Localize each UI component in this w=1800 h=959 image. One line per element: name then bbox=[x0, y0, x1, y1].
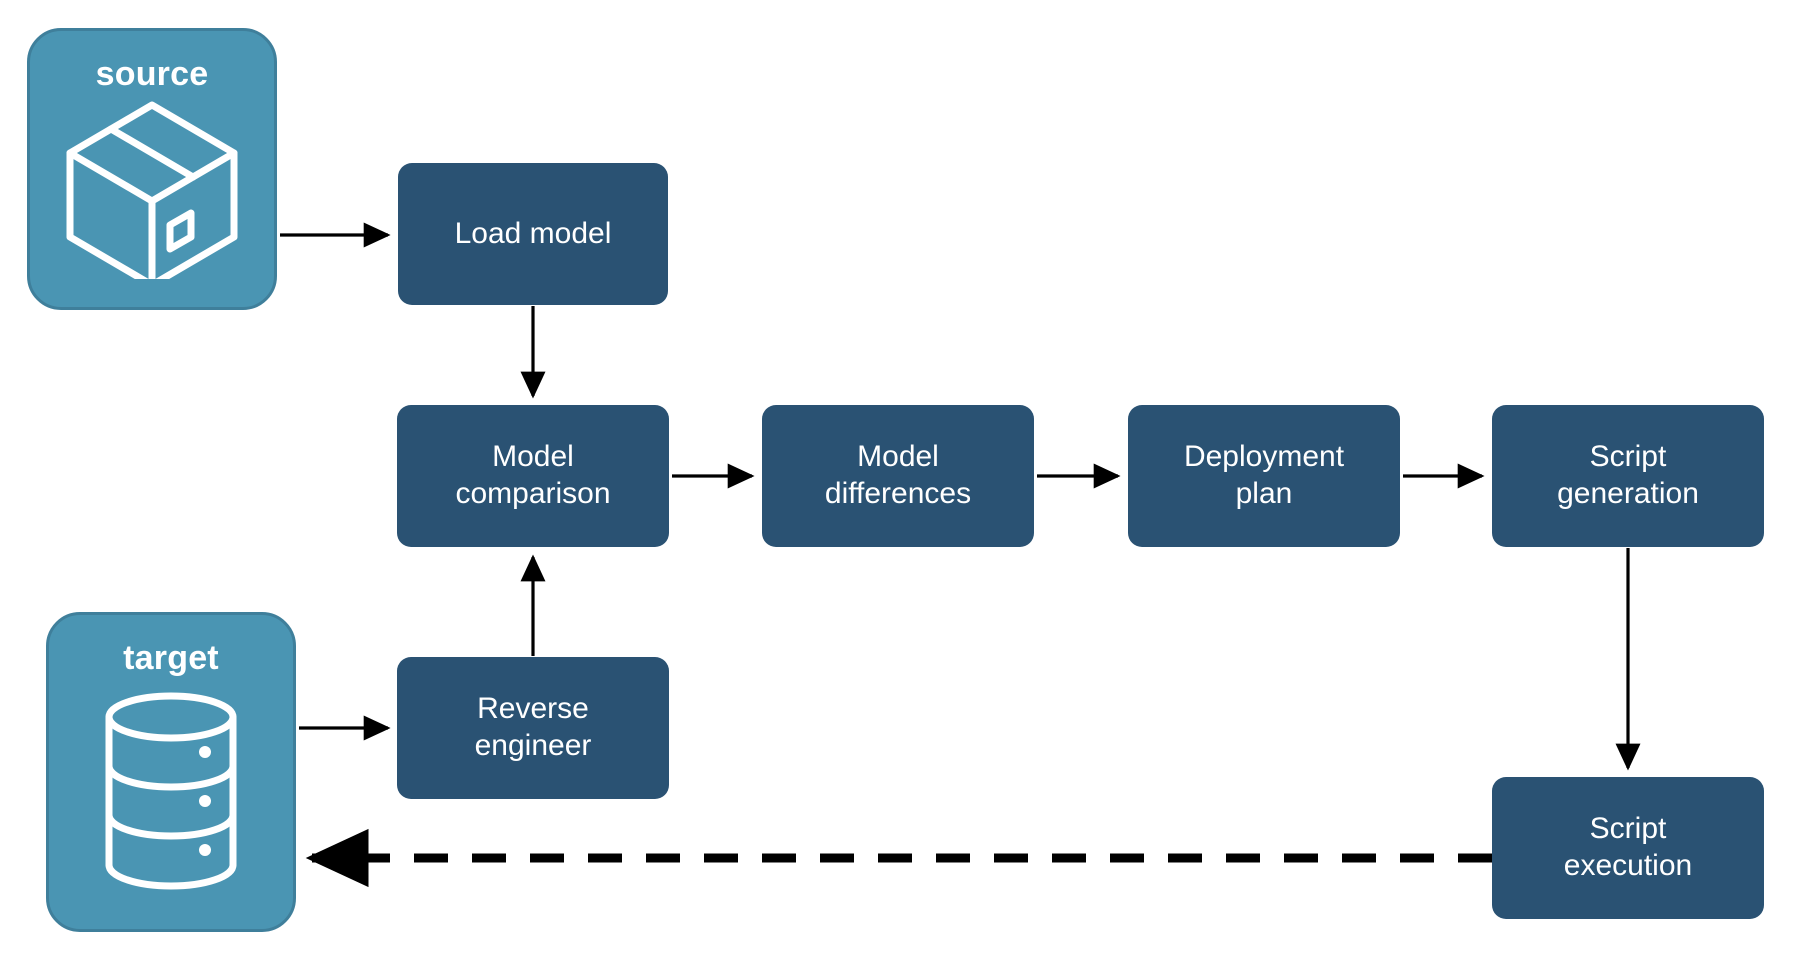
package-box-icon bbox=[66, 101, 238, 279]
process-script-generation-line-1: Script bbox=[1589, 440, 1667, 474]
process-deployment-plan[interactable]: Deployment plan bbox=[1128, 405, 1400, 547]
process-reverse-engineer-line-2: engineer bbox=[474, 729, 592, 762]
process-deployment-plan-line-2: plan bbox=[1235, 477, 1293, 510]
process-reverse-engineer[interactable]: Reverse engineer bbox=[397, 657, 669, 799]
process-script-generation[interactable]: Script generation bbox=[1492, 405, 1764, 547]
process-model-comparison[interactable]: Model comparison bbox=[397, 405, 669, 547]
endpoint-target-label: target bbox=[123, 639, 219, 677]
endpoint-target[interactable]: target bbox=[46, 612, 296, 932]
endpoint-source[interactable]: source bbox=[27, 28, 277, 310]
process-script-execution[interactable]: Script execution bbox=[1492, 777, 1764, 919]
endpoint-source-label: source bbox=[95, 55, 209, 93]
process-model-differences[interactable]: Model differences bbox=[762, 405, 1034, 547]
process-model-comparison-line-1: Model bbox=[492, 440, 574, 474]
database-cylinder-icon bbox=[105, 692, 237, 890]
database-status-dots bbox=[199, 746, 211, 856]
process-script-generation-line-2: generation bbox=[1557, 477, 1699, 510]
process-script-execution-line-1: Script bbox=[1589, 812, 1667, 846]
process-model-differences-line-2: differences bbox=[824, 477, 972, 510]
process-load-model[interactable]: Load model bbox=[398, 163, 668, 305]
process-model-comparison-line-2: comparison bbox=[455, 477, 611, 510]
process-load-model-line-1: Load model bbox=[454, 216, 612, 250]
process-model-differences-line-1: Model bbox=[857, 440, 939, 474]
process-deployment-plan-line-1: Deployment bbox=[1183, 440, 1345, 474]
process-script-execution-line-2: execution bbox=[1563, 849, 1693, 882]
process-reverse-engineer-line-1: Reverse bbox=[477, 692, 589, 726]
